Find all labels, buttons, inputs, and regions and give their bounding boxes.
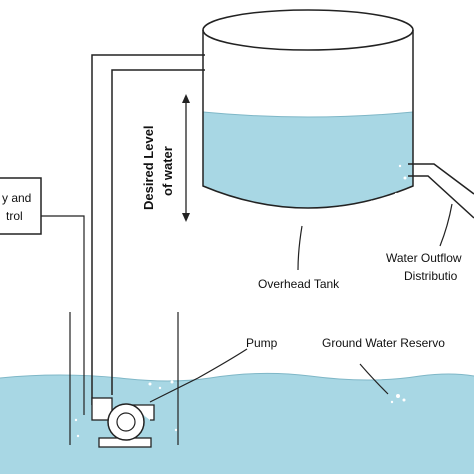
control-box — [0, 177, 42, 235]
ground-water-reservoir — [0, 373, 474, 474]
overhead-tank-water — [203, 112, 413, 208]
pump-leader-line — [149, 348, 248, 403]
overhead-tank-walls — [202, 30, 414, 209]
outflow-pipe-upper — [408, 163, 474, 195]
control-wire — [41, 215, 85, 415]
pump-inlet — [91, 397, 113, 421]
tank-foam — [210, 164, 407, 214]
desired-level-label-line1: Desired Level — [141, 125, 156, 210]
level-arrow-head-up — [182, 94, 190, 103]
control-label-line2: trol — [6, 209, 23, 223]
tank-leader-line — [297, 225, 303, 271]
overhead-tank-label: Overhead Tank — [258, 277, 340, 291]
supply-pipe-inner — [111, 69, 205, 395]
reservoir-label: Ground Water Reservo — [322, 336, 445, 350]
reservoir-foam — [74, 380, 406, 438]
control-label-line1: y and — [2, 191, 31, 205]
reservoir-surface-line — [0, 372, 474, 382]
outflow-label-line1: Water Outflow — [386, 251, 462, 265]
pump-impeller — [116, 412, 136, 432]
outflow-label-line2: Distributio — [404, 269, 458, 283]
reservoir-leader-line — [359, 363, 389, 395]
supply-pipe-outer — [91, 54, 205, 405]
pump-label: Pump — [246, 336, 278, 350]
outflow-pipe-lower — [408, 175, 474, 219]
desired-level-label-line2: of water — [160, 146, 175, 196]
outflow-leader-line — [439, 203, 453, 247]
overhead-tank-water-surface — [202, 111, 414, 118]
level-arrow-head-down — [182, 213, 190, 222]
overhead-tank-top — [202, 9, 414, 51]
